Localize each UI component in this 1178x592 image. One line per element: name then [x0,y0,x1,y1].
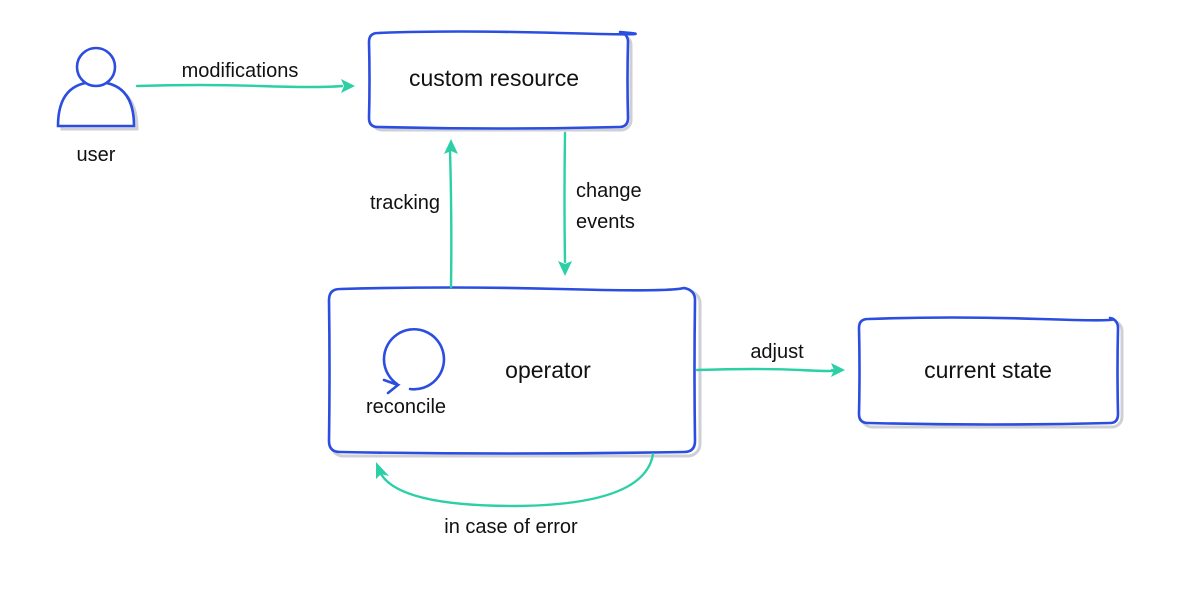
custom-resource-node: custom resource [367,30,637,132]
current-state-node: current state [857,316,1124,429]
modifications-arrow [135,79,355,93]
adjust-arrow [695,363,845,377]
reconcile-loop-icon [382,327,446,395]
user-label: user [77,144,116,166]
current-state-label: current state [924,357,1052,383]
reconcile-label: reconcile [366,396,446,418]
change-events-label-line2: events [576,211,635,233]
change-events-label-line1: change [576,180,642,202]
user-icon [56,46,139,131]
error-label: in case of error [444,516,578,538]
operator-node: reconcile operator [327,286,702,458]
operator-label: operator [505,357,591,383]
tracking-arrow [444,139,458,289]
adjust-label: adjust [750,341,804,363]
change-events-arrow [558,131,572,276]
error-loop-arrow [376,452,655,508]
modifications-label: modifications [182,60,299,82]
custom-resource-label: custom resource [409,65,579,91]
tracking-label: tracking [370,192,440,214]
